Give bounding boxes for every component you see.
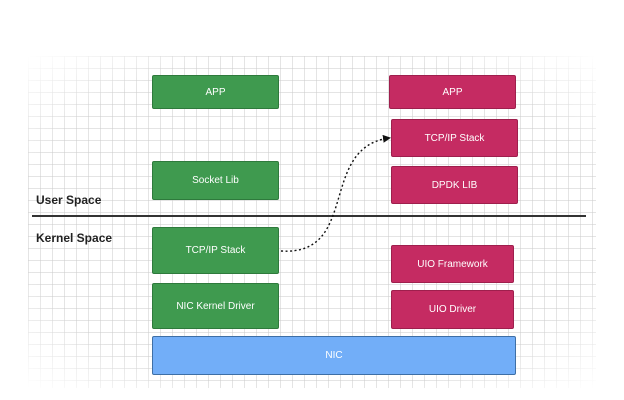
uio-framework-box: UIO Framework — [391, 245, 514, 283]
user-tcpip-stack-box: TCP/IP Stack — [391, 119, 518, 157]
user-space-label: User Space — [36, 193, 102, 207]
kernel-tcpip-stack-label: TCP/IP Stack — [185, 245, 246, 256]
dpdk-app-label: APP — [442, 86, 463, 98]
standard-app-box: APP — [152, 75, 279, 109]
socket-lib-label: Socket Lib — [192, 175, 239, 186]
user-kernel-divider — [32, 215, 586, 217]
dpdk-lib-label: DPDK LIB — [431, 179, 478, 191]
dpdk-lib-box: DPDK LIB — [391, 166, 518, 204]
kernel-tcpip-stack-box: TCP/IP Stack — [152, 227, 279, 274]
nic-kernel-driver-box: NIC Kernel Driver — [152, 283, 279, 329]
nic-box: NIC — [152, 336, 516, 375]
uio-framework-label: UIO Framework — [417, 258, 488, 270]
nic-kernel-driver-label: NIC Kernel Driver — [176, 300, 255, 312]
dpdk-app-box: APP — [389, 75, 516, 109]
standard-app-label: APP — [205, 86, 226, 98]
kernel-space-label: Kernel Space — [36, 231, 113, 245]
socket-lib-box: Socket Lib — [152, 161, 279, 200]
uio-driver-label: UIO Driver — [428, 304, 477, 315]
nic-label: NIC — [325, 350, 343, 361]
user-tcpip-stack-label: TCP/IP Stack — [424, 132, 485, 144]
uio-driver-box: UIO Driver — [391, 290, 514, 329]
